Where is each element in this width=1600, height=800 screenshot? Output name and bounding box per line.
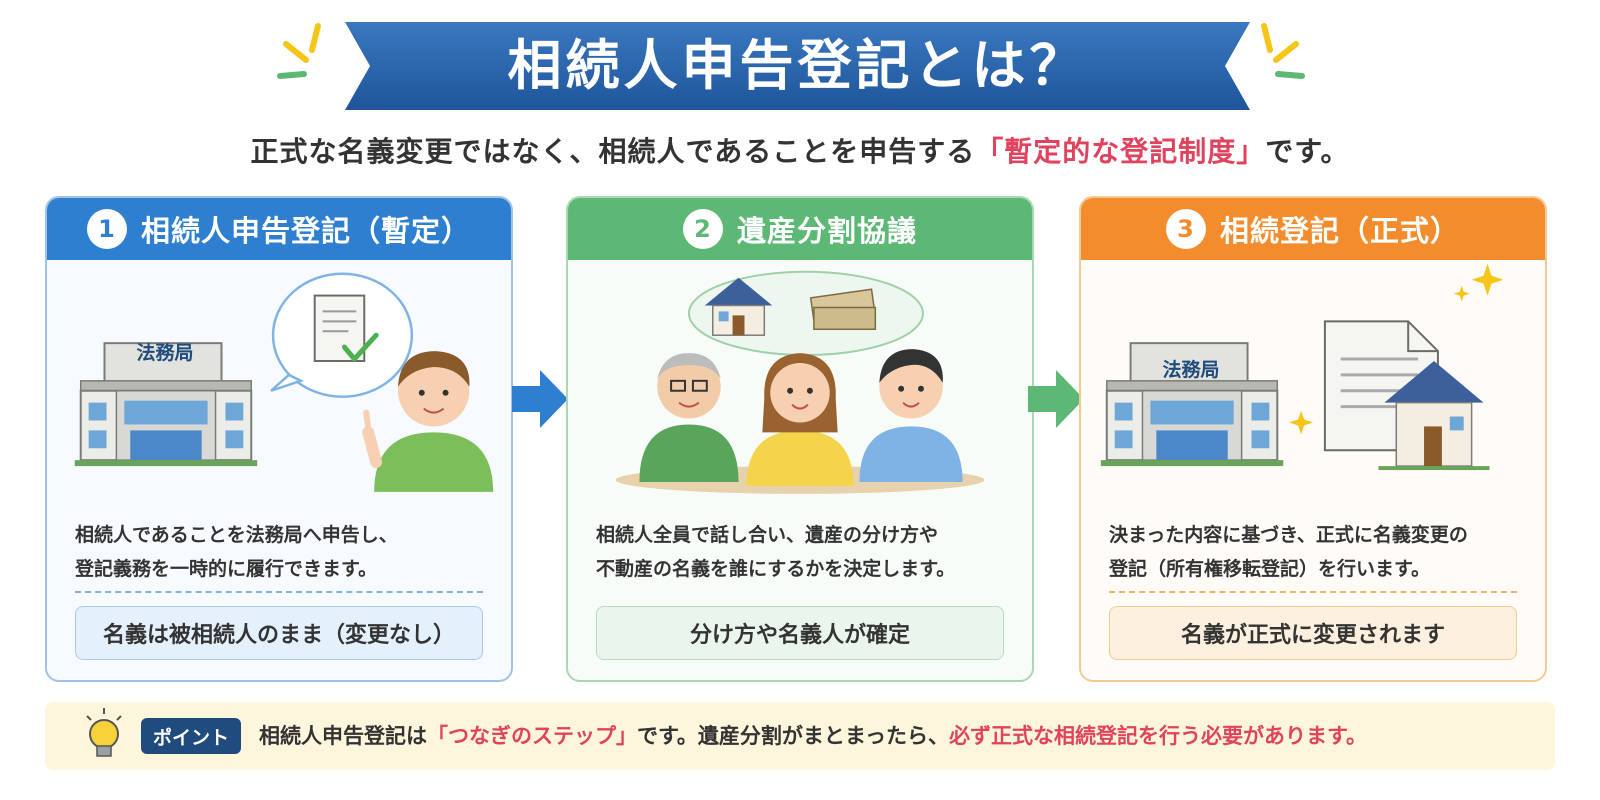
desc-line: 決まった内容に基づき、正式に名義変更の xyxy=(1109,524,1468,546)
step-header-3: 3 相続登記（正式） xyxy=(1081,198,1545,260)
step-number-2: 2 xyxy=(682,209,723,249)
lightbulb-icon xyxy=(86,708,122,757)
desc-line: 相続人全員で話し合い、遺産の分け方や xyxy=(596,524,939,546)
step-description-2: 相続人全員で話し合い、遺産の分け方や 不動産の名義を誰にするかを決定します。 xyxy=(596,518,1012,586)
subtitle-text-end: です。 xyxy=(1265,135,1350,168)
point-badge: ポイント xyxy=(141,718,241,754)
step-description-3: 決まった内容に基づき、正式に名義変更の 登記（所有権移転登記）を行います。 xyxy=(1109,518,1525,586)
building-label-3: 法務局 xyxy=(1162,359,1220,381)
point-bar: ポイント 相続人申告登記は「つなぎのステップ」です。遺産分割がまとまったら、必ず… xyxy=(45,702,1555,770)
person-man-icon xyxy=(859,349,963,482)
step-title-3: 相続登記（正式） xyxy=(1219,214,1460,248)
point-highlight: 必ず正式な相続登記を行う必要があります。 xyxy=(949,724,1367,748)
subtitle-text: 正式な名義変更ではなく、相続人であることを申告する xyxy=(250,135,976,168)
step-number-1: 1 xyxy=(86,209,127,249)
desc-line: 登記（所有権移転登記）を行います。 xyxy=(1109,558,1431,580)
desc-line: 登記義務を一時的に履行できます。 xyxy=(75,558,378,580)
building-icon xyxy=(74,342,258,467)
subtitle: 正式な名義変更ではなく、相続人であることを申告する「暫定的な登記制度」です。 xyxy=(0,130,1600,170)
building-label-1: 法務局 xyxy=(136,342,194,364)
building-icon xyxy=(1100,342,1284,467)
person-woman-icon xyxy=(746,353,854,486)
step-card-1: 1 相続人申告登記（暫定） xyxy=(45,196,513,682)
subtitle-highlight: 「暫定的な登記制度」 xyxy=(975,135,1266,168)
sparkle-icon xyxy=(1289,263,1504,435)
title-banner: 相続人申告登記とは？ xyxy=(345,22,1250,112)
sparkle-left-icon xyxy=(277,23,321,79)
step-card-3: 3 相続登記（正式） xyxy=(1079,196,1547,682)
step-title-2: 遺産分割協議 xyxy=(736,214,917,248)
step-illustration-2 xyxy=(615,270,985,494)
point-text: 相続人申告登記は「つなぎのステップ」です。遺産分割がまとまったら、必ず正式な相続… xyxy=(259,702,1367,770)
person-icon xyxy=(362,351,494,492)
desc-line: 相続人であることを法務局へ申告し、 xyxy=(75,524,398,546)
arrow-right-icon xyxy=(1028,370,1084,428)
sparkle-right-icon xyxy=(1261,23,1305,79)
dashed-divider xyxy=(75,591,483,593)
money-icon xyxy=(809,288,877,331)
house-icon xyxy=(704,277,773,336)
step-result-2: 分け方や名義人が確定 xyxy=(596,606,1004,660)
person-elder-icon xyxy=(639,353,739,482)
point-text-part: です。遺産分割がまとまったら、 xyxy=(637,724,950,748)
arrow-right-icon xyxy=(512,370,568,428)
step-result-1: 名義は被相続人のまま（変更なし） xyxy=(75,606,483,660)
step-number-3: 3 xyxy=(1165,209,1206,249)
step-header-2: 2 遺産分割協議 xyxy=(568,198,1032,260)
page-title: 相続人申告登記とは？ xyxy=(507,34,1088,97)
dashed-divider xyxy=(1109,591,1517,593)
point-text-part: 相続人申告登記は xyxy=(259,724,427,748)
step-illustration-3 xyxy=(1100,263,1504,471)
step-illustration-1 xyxy=(74,272,494,492)
step-description-1: 相続人であることを法務局へ申告し、 登記義務を一時的に履行できます。 xyxy=(75,518,491,586)
house-icon xyxy=(1378,361,1490,471)
desc-line: 不動産の名義を誰にするかを決定します。 xyxy=(596,558,956,580)
point-highlight: 「つなぎのステップ」 xyxy=(427,724,637,748)
step-title-1: 相続人申告登記（暫定） xyxy=(140,214,471,248)
step-header-1: 1 相続人申告登記（暫定） xyxy=(47,198,511,260)
step-card-2: 2 遺産分割協議 xyxy=(566,196,1034,682)
document-check-icon xyxy=(270,272,414,398)
step-result-3: 名義が正式に変更されます xyxy=(1109,606,1517,660)
